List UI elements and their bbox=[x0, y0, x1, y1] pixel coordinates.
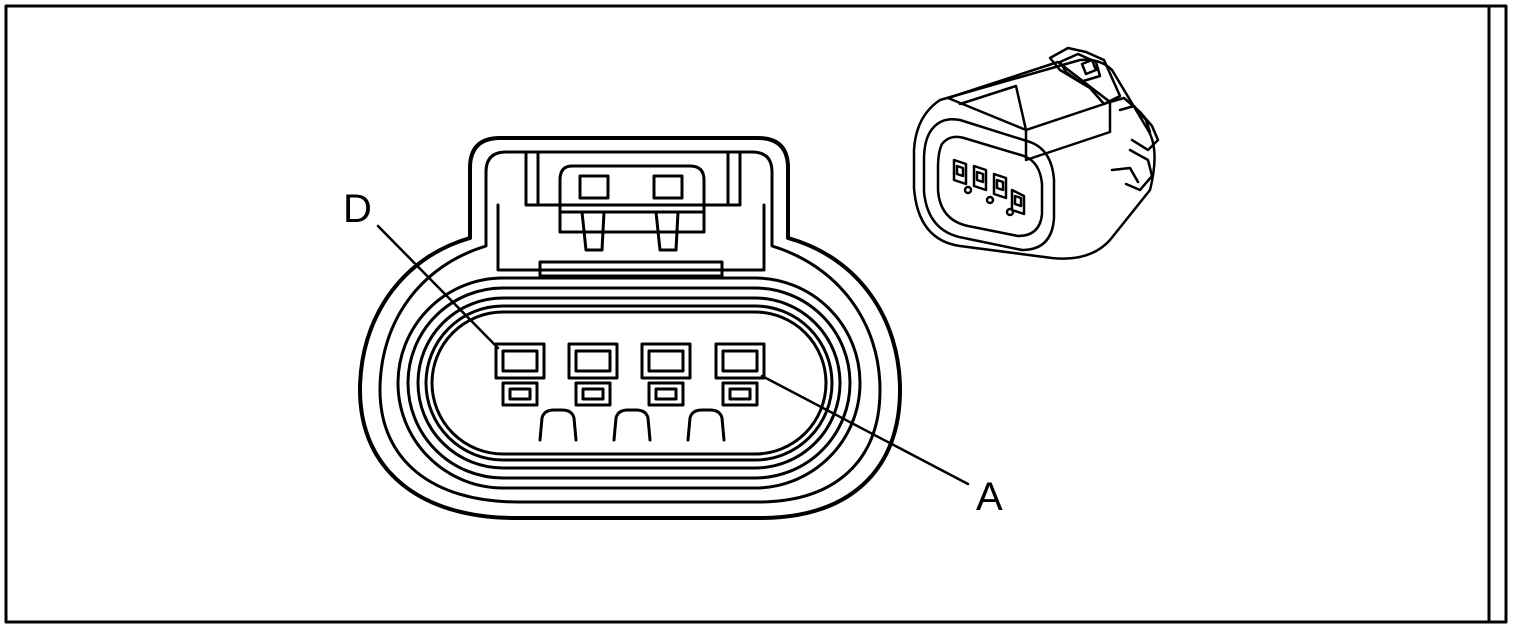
pin-cavity-d bbox=[494, 342, 546, 407]
leader-line-a bbox=[760, 374, 970, 486]
diagram-frame bbox=[4, 4, 1508, 624]
pin-cavities bbox=[494, 342, 766, 407]
callout-a: A bbox=[976, 475, 1003, 519]
pin-cavity-b bbox=[640, 342, 692, 407]
connector-isometric-view bbox=[912, 46, 1160, 260]
leader-line-d bbox=[376, 224, 500, 350]
pin-cavity-a bbox=[714, 342, 766, 407]
keying-ribs bbox=[538, 408, 726, 442]
isometric-pin-cavities bbox=[952, 158, 1026, 217]
seal-rings bbox=[396, 276, 862, 490]
locking-tab bbox=[496, 150, 766, 278]
pin-cavity-c bbox=[567, 342, 619, 407]
connector-housing-outline bbox=[358, 136, 902, 520]
connector-face-view: D A bbox=[343, 136, 1003, 520]
callout-d: D bbox=[343, 187, 372, 231]
